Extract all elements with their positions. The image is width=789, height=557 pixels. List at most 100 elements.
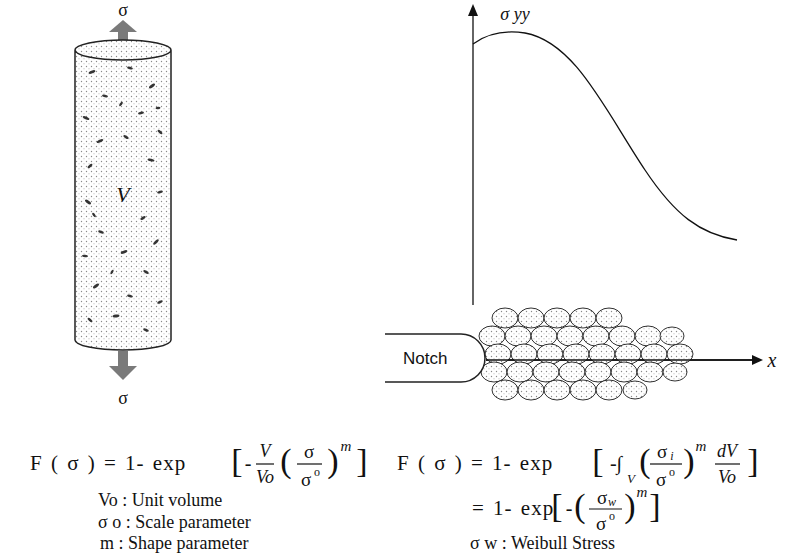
- defect-mark: [82, 66, 163, 332]
- formula-superscript: m: [341, 439, 352, 454]
- specimen-fill: [75, 40, 171, 350]
- stress-curve: [473, 32, 737, 240]
- defect-mark: [157, 129, 163, 135]
- notch-label: Notch: [403, 350, 447, 367]
- stress-curve: [473, 32, 737, 240]
- formula-bracket: ): [683, 444, 694, 478]
- formula-bracket: ]: [356, 444, 367, 478]
- axis: [473, 14, 752, 360]
- formula-bracket: [: [231, 444, 242, 478]
- defect-mark: [88, 69, 96, 74]
- formula-term: -: [245, 453, 252, 473]
- defect-mark: [157, 190, 163, 194]
- grain: [544, 380, 570, 400]
- grain: [481, 362, 507, 382]
- defect-mark: [91, 212, 96, 217]
- formula-bracket: (: [280, 444, 291, 478]
- fraction-bar: [589, 508, 622, 509]
- grain: [492, 308, 518, 328]
- defect-mark: [110, 269, 115, 275]
- grain: [596, 308, 622, 328]
- formula-term: σ: [657, 442, 667, 461]
- fraction-bar: [256, 463, 274, 464]
- grain: [585, 362, 611, 382]
- formula-term: Vo: [256, 468, 274, 486]
- defect-mark: [102, 94, 108, 98]
- formula-bracket: [: [551, 489, 562, 523]
- defect-mark: [147, 158, 154, 162]
- grain: [635, 326, 661, 346]
- axis: [472, 14, 473, 305]
- symbol-definition: σ w : Weibull Stress: [470, 534, 615, 552]
- formula-subscript: w: [608, 496, 616, 508]
- grain: [531, 326, 557, 346]
- formula-term: -: [566, 498, 573, 518]
- grain: [518, 308, 544, 328]
- grain: [505, 326, 531, 346]
- grain: [563, 344, 589, 364]
- formula-term: -∫: [610, 453, 622, 473]
- grain: [479, 308, 693, 400]
- formula-term: σ: [301, 470, 311, 489]
- axis-arrowhead: [752, 355, 763, 365]
- formula-term: F ( σ ) = 1- exp: [397, 453, 553, 474]
- defect-mark: [87, 163, 93, 169]
- formula-term: F ( σ ) = 1- exp: [30, 453, 186, 474]
- grain: [537, 344, 563, 364]
- grain: [511, 344, 537, 364]
- formula-bracket: (: [639, 444, 650, 478]
- axis-label: σ yy: [500, 5, 529, 23]
- defect-mark: [143, 328, 150, 333]
- grain: [518, 380, 544, 400]
- grain: [663, 363, 687, 381]
- defect-mark: [112, 314, 119, 318]
- specimen-cylinder: V: [74, 40, 172, 350]
- formula-term: dV: [717, 442, 737, 460]
- axis-label: x: [768, 350, 777, 370]
- formula-superscript: o: [609, 510, 615, 522]
- symbol-definition: Vo : Unit volume: [98, 491, 222, 509]
- defect-mark: [140, 215, 146, 220]
- defect-mark: [96, 138, 104, 143]
- grain: [479, 326, 505, 346]
- axis: [486, 360, 752, 361]
- volume-label: V: [116, 184, 129, 206]
- formula-superscript: m: [637, 485, 648, 500]
- defect-mark: [148, 83, 155, 89]
- load-symbol: σ: [118, 1, 128, 19]
- load-arrow: [118, 351, 128, 367]
- formula-subscript: V: [627, 472, 635, 485]
- fraction-bar: [297, 463, 322, 464]
- grain: [557, 326, 583, 346]
- formula-term: σ: [597, 488, 607, 507]
- formula-term: V: [260, 442, 271, 460]
- fraction-bar: [650, 463, 682, 464]
- grain: [660, 327, 684, 345]
- formula-bracket: [: [592, 444, 603, 478]
- grain: [637, 362, 663, 382]
- formula-superscript: o: [669, 466, 675, 478]
- defect-mark: [87, 317, 93, 323]
- notch-shape: Notch: [385, 333, 485, 383]
- defect-mark: [123, 134, 129, 139]
- formula-bracket: (: [574, 489, 585, 523]
- grain: [533, 362, 559, 382]
- defect-mark: [153, 239, 160, 246]
- grain: [611, 362, 637, 382]
- defect-mark: [127, 66, 133, 70]
- defect-mark: [84, 199, 91, 205]
- defect-mark: [127, 294, 133, 298]
- fraction-bar: [715, 463, 740, 464]
- formula-term: σ: [656, 470, 666, 489]
- grain: [609, 326, 635, 346]
- grain: [485, 344, 511, 364]
- grain: [570, 380, 596, 400]
- formula-bracket: ]: [649, 489, 660, 523]
- load-arrow: [109, 20, 137, 32]
- grain: [583, 326, 609, 346]
- grain: [589, 344, 615, 364]
- defect-mark: [82, 115, 90, 120]
- defect-mark: [143, 269, 150, 274]
- axis-arrowhead: [468, 4, 763, 365]
- formula-term: σ: [304, 442, 314, 461]
